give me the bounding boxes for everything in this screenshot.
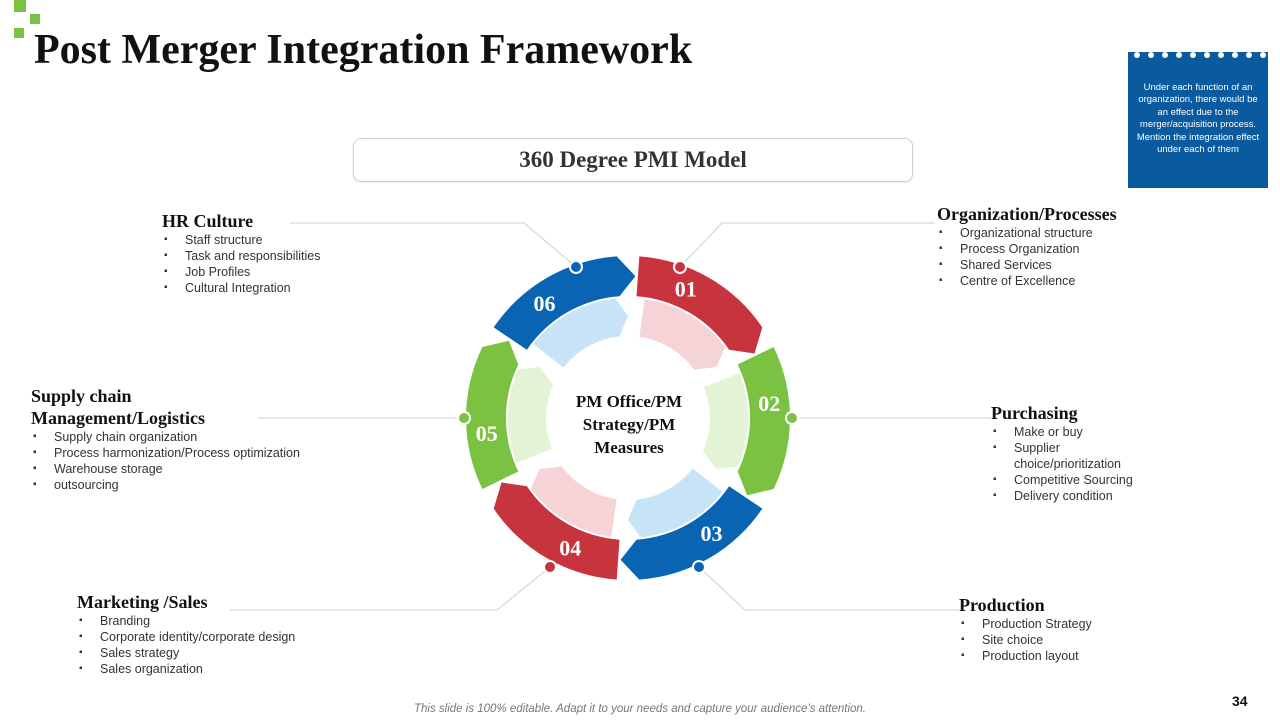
section-hr-culture: HR Culture Staff structureTask and respo… bbox=[162, 210, 382, 296]
bullet-item: outsourcing bbox=[31, 477, 331, 493]
bullet-item: Delivery condition bbox=[991, 488, 1161, 504]
bullet-item: Production layout bbox=[959, 648, 1179, 664]
bullet-item: Task and responsibilities bbox=[162, 248, 382, 264]
bullet-item: Process harmonization/Process optimizati… bbox=[31, 445, 331, 461]
bullet-item: Supply chain organization bbox=[31, 429, 331, 445]
section-production: Production Production StrategySite choic… bbox=[959, 594, 1179, 664]
connector-dot-06 bbox=[569, 260, 583, 274]
bullet-item: Process Organization bbox=[937, 241, 1177, 257]
segment-06 bbox=[493, 256, 636, 350]
bullet-item: Warehouse storage bbox=[31, 461, 331, 477]
section-title: Production bbox=[959, 595, 1045, 615]
segment-inner-04 bbox=[530, 466, 617, 537]
bullet-item: Production Strategy bbox=[959, 616, 1179, 632]
connector-marketing bbox=[230, 566, 551, 611]
connector-dot-04 bbox=[543, 560, 557, 574]
section-organization-processes: Organization/Processes Organizational st… bbox=[937, 203, 1177, 289]
bullet-list: Organizational structureProcess Organiza… bbox=[937, 225, 1177, 289]
sticky-note: Under each function of an organization, … bbox=[1128, 52, 1268, 188]
section-purchasing: Purchasing Make or buySupplier choice/pr… bbox=[991, 402, 1161, 504]
page-title: Post Merger Integration Framework bbox=[34, 27, 693, 73]
segment-number-06: 06 bbox=[534, 291, 556, 316]
bullet-item: Cultural Integration bbox=[162, 280, 382, 296]
bullet-item: Sales strategy bbox=[77, 645, 337, 661]
footer-note: This slide is 100% editable. Adapt it to… bbox=[414, 703, 866, 715]
connector-dot-05 bbox=[457, 411, 471, 425]
section-title: Supply chain Management/Logistics bbox=[31, 386, 205, 428]
connector-dot-02 bbox=[785, 411, 799, 425]
segment-inner-05 bbox=[507, 367, 554, 463]
note-text: Under each function of an organization, … bbox=[1136, 82, 1260, 156]
segment-number-01: 01 bbox=[675, 276, 697, 301]
bullet-item: Competitive Sourcing bbox=[991, 472, 1161, 488]
segment-number-02: 02 bbox=[758, 391, 780, 416]
segment-number-04: 04 bbox=[559, 536, 581, 561]
connector-hr bbox=[290, 222, 577, 268]
bullet-list: Production StrategySite choiceProduction… bbox=[959, 616, 1179, 664]
bullet-list: Supply chain organizationProcess harmoni… bbox=[31, 429, 331, 493]
segment-03 bbox=[620, 486, 763, 580]
segment-inner-03 bbox=[628, 468, 723, 538]
segment-inner-01 bbox=[639, 299, 726, 370]
bullet-item: Make or buy bbox=[991, 424, 1161, 440]
bullet-item: Branding bbox=[77, 613, 337, 629]
bullet-list: BrandingCorporate identity/corporate des… bbox=[77, 613, 337, 677]
bullet-item: Site choice bbox=[959, 632, 1179, 648]
segment-04 bbox=[493, 482, 620, 580]
bullet-list: Staff structureTask and responsibilities… bbox=[162, 232, 382, 296]
bullet-item: Organizational structure bbox=[937, 225, 1177, 241]
connector-dot-03 bbox=[692, 560, 706, 574]
segment-01 bbox=[636, 256, 763, 354]
section-title: Marketing /Sales bbox=[77, 592, 208, 612]
section-supply-chain: Supply chain Management/Logistics Supply… bbox=[31, 385, 331, 493]
note-binding-holes bbox=[1134, 52, 1266, 58]
section-title: Organization/Processes bbox=[937, 204, 1117, 224]
center-label: PM Office/PM Strategy/PM Measures bbox=[575, 392, 683, 457]
segment-inner-02 bbox=[702, 373, 749, 469]
connector-production bbox=[698, 566, 958, 611]
connector-dot-01 bbox=[673, 260, 687, 274]
bullet-list: Make or buySupplier choice/prioritizatio… bbox=[991, 424, 1161, 504]
bullet-item: Supplier choice/prioritization bbox=[991, 440, 1161, 472]
bullet-item: Centre of Excellence bbox=[937, 273, 1177, 289]
page-number: 34 bbox=[1232, 693, 1248, 709]
section-title: HR Culture bbox=[162, 211, 254, 231]
segment-number-03: 03 bbox=[701, 521, 723, 546]
bullet-item: Sales organization bbox=[77, 661, 337, 677]
bullet-item: Shared Services bbox=[937, 257, 1177, 273]
connector-org bbox=[679, 222, 935, 268]
segment-inner-06 bbox=[533, 298, 628, 368]
corner-decoration bbox=[14, 0, 40, 38]
model-title-box: 360 Degree PMI Model bbox=[353, 138, 913, 182]
segment-number-05: 05 bbox=[476, 421, 498, 446]
segment-05 bbox=[466, 340, 519, 489]
segment-02 bbox=[737, 347, 790, 496]
bullet-item: Staff structure bbox=[162, 232, 382, 248]
section-marketing-sales: Marketing /Sales BrandingCorporate ident… bbox=[77, 591, 337, 677]
bullet-item: Job Profiles bbox=[162, 264, 382, 280]
section-title: Purchasing bbox=[991, 403, 1078, 423]
bullet-item: Corporate identity/corporate design bbox=[77, 629, 337, 645]
